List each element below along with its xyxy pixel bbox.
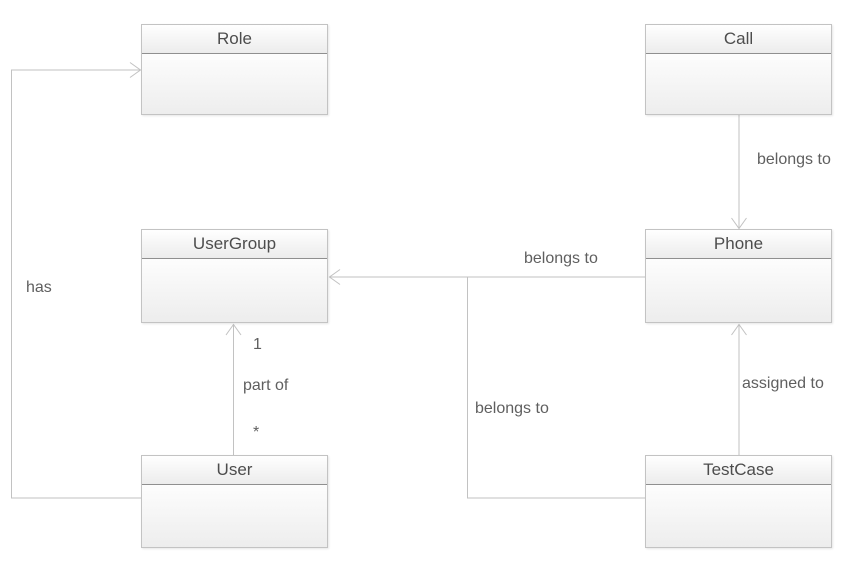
edge-testcase-usergroup [467,277,645,499]
class-body-call [646,54,831,114]
class-box-call[interactable]: Call [645,24,832,115]
edge-label-testcase-usergroup: belongs to [475,400,549,417]
class-body-role [142,54,327,114]
class-body-phone [646,259,831,322]
class-body-usergroup [142,259,327,322]
arrowhead-user-usergroup [225,323,242,336]
class-title-phone: Phone [646,230,831,259]
edge-label-phone-usergroup: belongs to [524,250,598,267]
class-title-user: User [142,456,327,485]
class-box-testcase[interactable]: TestCase [645,455,832,548]
class-box-phone[interactable]: Phone [645,229,832,323]
arrowhead-call-phone [731,217,747,230]
class-title-usergroup: UserGroup [142,230,327,259]
arrowhead-user-role [129,62,142,78]
edge-label-user-role: has [26,279,52,296]
edge-user-role [11,69,141,499]
class-title-role: Role [142,25,327,54]
multiplicity-source-user-usergroup: * [253,424,260,441]
class-box-role[interactable]: Role [141,24,328,115]
class-body-user [142,485,327,547]
class-box-user[interactable]: User [141,455,328,548]
edge-label-user-usergroup: part of [243,377,289,394]
multiplicity-target-user-usergroup: 1 [253,336,262,353]
arrowhead-phone-usergroup [328,269,341,285]
class-box-usergroup[interactable]: UserGroup [141,229,328,323]
edge-label-call-phone: belongs to [757,151,831,168]
class-title-testcase: TestCase [646,456,831,485]
class-body-testcase [646,485,831,547]
class-title-call: Call [646,25,831,54]
arrowhead-testcase-phone [731,323,747,336]
edge-label-testcase-phone: assigned to [742,375,824,392]
